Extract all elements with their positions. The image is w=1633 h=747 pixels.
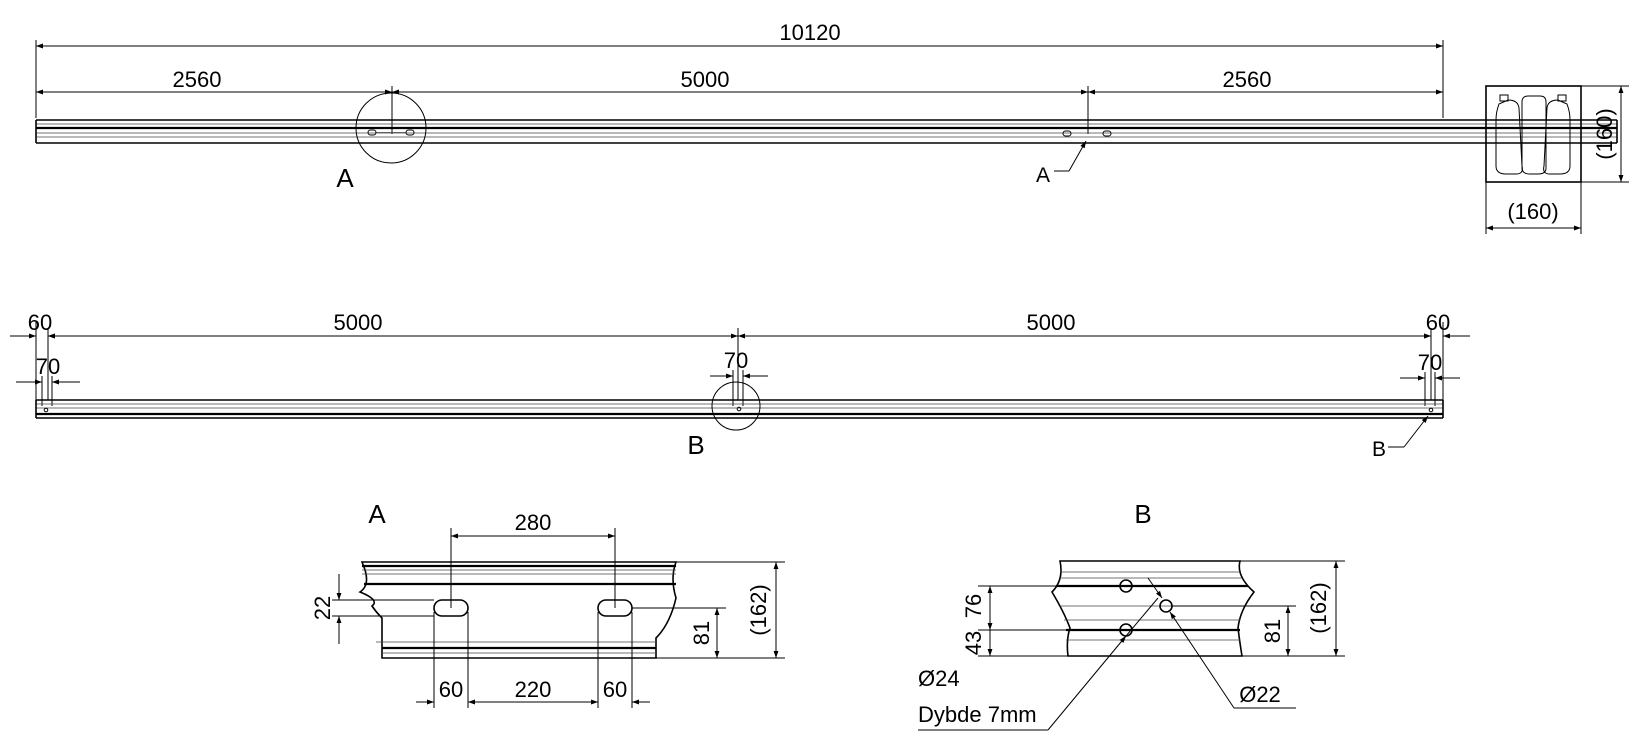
detail-a-title: A <box>368 499 386 529</box>
overall-length-label: 10120 <box>779 20 840 45</box>
slot-height-label: 22 <box>310 596 335 620</box>
lower-dimension-label: 43 <box>961 631 986 655</box>
detail-b-callout-label: B <box>687 430 704 460</box>
center-height-label: 81 <box>689 621 714 645</box>
top-view: 10120 2560 5000 2560 A <box>35 20 1618 193</box>
left-span-label: 5000 <box>334 310 383 335</box>
detail-circle-b <box>711 381 761 431</box>
side-view: 60 60 5000 5000 70 70 70 <box>10 310 1470 461</box>
b-total-height-label: (162) <box>1306 582 1331 633</box>
total-height-label: (162) <box>746 584 771 635</box>
detail-b: B 76 43 81 (162) <box>918 499 1345 731</box>
center-hole-label: 70 <box>724 348 748 373</box>
section-width-label: (160) <box>1507 199 1558 224</box>
large-hole-label: Ø24 <box>918 666 960 691</box>
left-hole-label: 70 <box>36 354 60 379</box>
left-end-label: 60 <box>28 310 52 335</box>
hole-depth-label: Dybde 7mm <box>918 702 1037 727</box>
detail-a: A 280 22 60 220 60 <box>310 499 785 708</box>
right-hole-label: 70 <box>1418 350 1442 375</box>
middle-span-label: 5000 <box>681 67 730 92</box>
slot-width-right-label: 60 <box>603 677 627 702</box>
right-offset-label: 2560 <box>1223 67 1272 92</box>
detail-b-leader-label: B <box>1372 438 1386 461</box>
beam-top-view <box>35 119 1618 144</box>
small-hole-label: Ø22 <box>1239 682 1281 707</box>
right-end-label: 60 <box>1426 310 1450 335</box>
detail-a-callout-label: A <box>336 163 354 193</box>
upper-dimension-label: 76 <box>961 594 986 618</box>
detail-b-title: B <box>1134 499 1151 529</box>
detail-a-leader-label: A <box>1036 164 1050 187</box>
left-offset-label: 2560 <box>173 67 222 92</box>
right-span-label: 5000 <box>1027 310 1076 335</box>
detail-circle-a <box>355 92 427 164</box>
b-center-height-label: 81 <box>1260 619 1285 643</box>
section-height-label: (160) <box>1592 108 1617 159</box>
section-outline <box>1485 85 1582 183</box>
cross-section: (160) (160) <box>1485 85 1629 234</box>
beam-side-view <box>35 399 1444 419</box>
slot-gap-label: 220 <box>515 677 552 702</box>
slot-spacing-label: 280 <box>515 510 552 535</box>
slot-width-left-label: 60 <box>439 677 463 702</box>
